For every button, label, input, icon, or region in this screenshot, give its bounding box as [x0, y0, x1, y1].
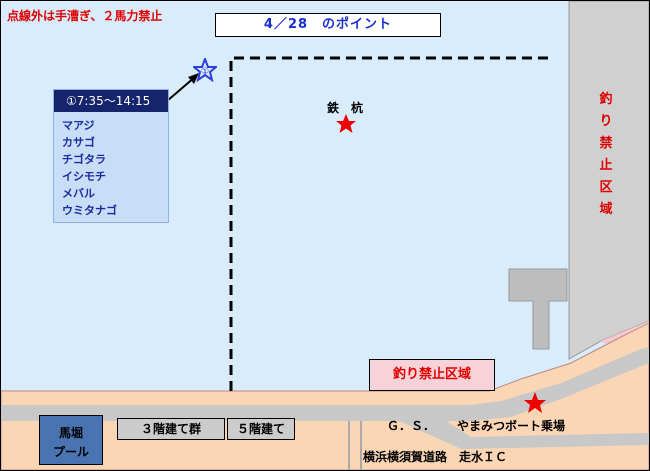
boat-dock-label: やまみつボート乗場 — [457, 419, 566, 433]
fish-item: メバル — [62, 187, 95, 200]
fish-item: カサゴ — [62, 136, 95, 149]
pool-label-line1: 馬堀 — [58, 426, 83, 440]
iron-pile-label: 鉄 杭 — [327, 101, 364, 115]
umabori-pool: 馬堀 プール — [39, 415, 103, 465]
no-fishing-zone-box: 釣り禁止区域 — [369, 359, 495, 391]
coastal-road — [1, 347, 649, 421]
boundary-dashed-line — [229, 56, 549, 391]
point-1-star-icon[interactable]: ① — [193, 58, 217, 82]
no-fishing-char: 禁 — [599, 136, 613, 151]
boat-dock-star-icon[interactable] — [523, 391, 547, 415]
catch-info-box: ①7:35〜14:15 マアジ カサゴ チゴタラ イシモチ メバル ウミタナゴ — [53, 89, 169, 223]
five-story-building: ５階建て — [227, 418, 295, 440]
gas-station-label: Ｇ．Ｓ． — [387, 419, 436, 433]
point-1-marker-label: ① — [201, 67, 209, 77]
no-fishing-zone-vertical-label: 釣 り 禁 止 区 域 — [597, 89, 615, 221]
no-fishing-char: 釣 — [599, 92, 613, 107]
right-shore — [601, 321, 649, 347]
fish-item: イシモチ — [62, 170, 106, 183]
iron-pile-star-icon[interactable] — [335, 113, 357, 135]
catch-time-header: ①7:35〜14:15 — [54, 90, 168, 112]
no-fishing-char: り — [599, 114, 613, 129]
pointer-arrow-line — [166, 76, 196, 102]
notice-text: 点線外は手漕ぎ、２馬力禁止 — [7, 9, 163, 23]
three-story-buildings: ３階建て群 — [117, 418, 225, 440]
map-title: 4／28 のポイント — [215, 13, 441, 37]
lower-road — [399, 405, 649, 449]
fish-item: マアジ — [62, 119, 95, 132]
expressway-label: 横浜横須賀道路 走水ＩＣ — [363, 450, 508, 464]
no-fishing-char: 域 — [599, 202, 613, 217]
no-fishing-char: 止 — [599, 158, 613, 173]
fish-item: チゴタラ — [62, 153, 106, 166]
pool-label-line2: プール — [52, 445, 89, 459]
fish-item: ウミタナゴ — [62, 204, 117, 217]
pointer-arrowhead — [188, 73, 199, 84]
no-fishing-char: 区 — [599, 180, 613, 195]
small-pier — [508, 268, 568, 350]
